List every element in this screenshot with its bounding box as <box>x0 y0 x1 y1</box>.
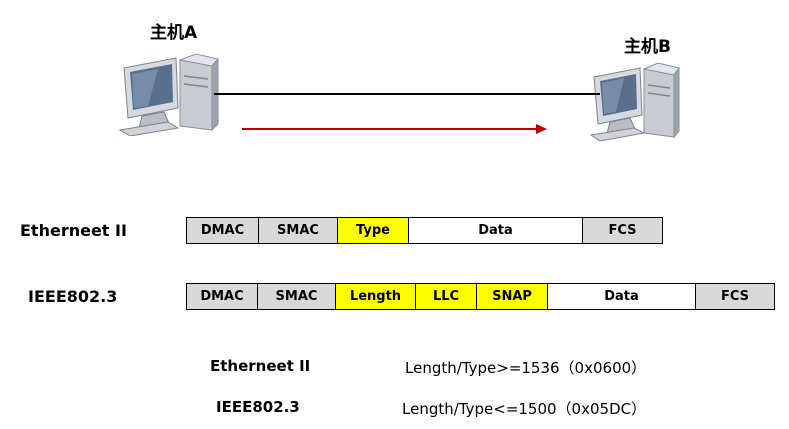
frame-field-fcs: FCS <box>583 218 662 243</box>
frame-field-llc: LLC <box>416 284 477 309</box>
field-label: FCS <box>720 289 750 304</box>
field-label: Length <box>349 289 402 304</box>
ethernet-ii-note-name: Etherneet II <box>210 357 311 375</box>
ieee8023-frame-name: IEEE802.3 <box>28 287 118 306</box>
frame-field-length: Length <box>336 284 416 309</box>
frame-field-fcs: FCS <box>696 284 774 309</box>
frame-field-dmac: DMAC <box>187 218 259 243</box>
host-b-label: 主机B <box>624 37 671 57</box>
direction-arrow <box>242 124 547 134</box>
field-label: Data <box>604 289 639 304</box>
ethernet-ii-frame-name: Etherneet II <box>20 221 127 240</box>
field-label: Type <box>356 223 390 238</box>
host-a-computer-icon <box>118 53 219 136</box>
frame-field-type: Type <box>338 218 409 243</box>
field-label: DMAC <box>200 223 245 238</box>
field-label: DMAC <box>200 289 244 304</box>
field-label: Data <box>478 223 513 238</box>
ethernet-ii-note-rule: Length/Type>=1536（0x0600） <box>405 359 647 377</box>
frame-field-snap: SNAP <box>477 284 548 309</box>
field-label: SNAP <box>492 289 532 304</box>
ieee8023-note-rule: Length/Type<=1500（0x05DC） <box>402 400 647 418</box>
field-label: SMAC <box>277 223 319 238</box>
field-label: LLC <box>432 289 460 304</box>
frame-field-dmac: DMAC <box>187 284 258 309</box>
ieee8023-note-name: IEEE802.3 <box>216 398 300 416</box>
host-b-computer-icon <box>590 62 680 142</box>
frame-field-smac: SMAC <box>258 284 336 309</box>
field-label: SMAC <box>275 289 318 304</box>
host-a-label: 主机A <box>150 23 198 43</box>
ethernet-ii-frame: DMAC SMAC Type Data FCS <box>186 217 663 244</box>
ieee8023-frame: DMAC SMAC Length LLC SNAP Data FCS <box>186 283 775 310</box>
connection-line <box>214 93 600 95</box>
frame-field-data: Data <box>409 218 583 243</box>
frame-field-data: Data <box>548 284 696 309</box>
field-label: FCS <box>608 223 637 238</box>
frame-field-smac: SMAC <box>259 218 338 243</box>
